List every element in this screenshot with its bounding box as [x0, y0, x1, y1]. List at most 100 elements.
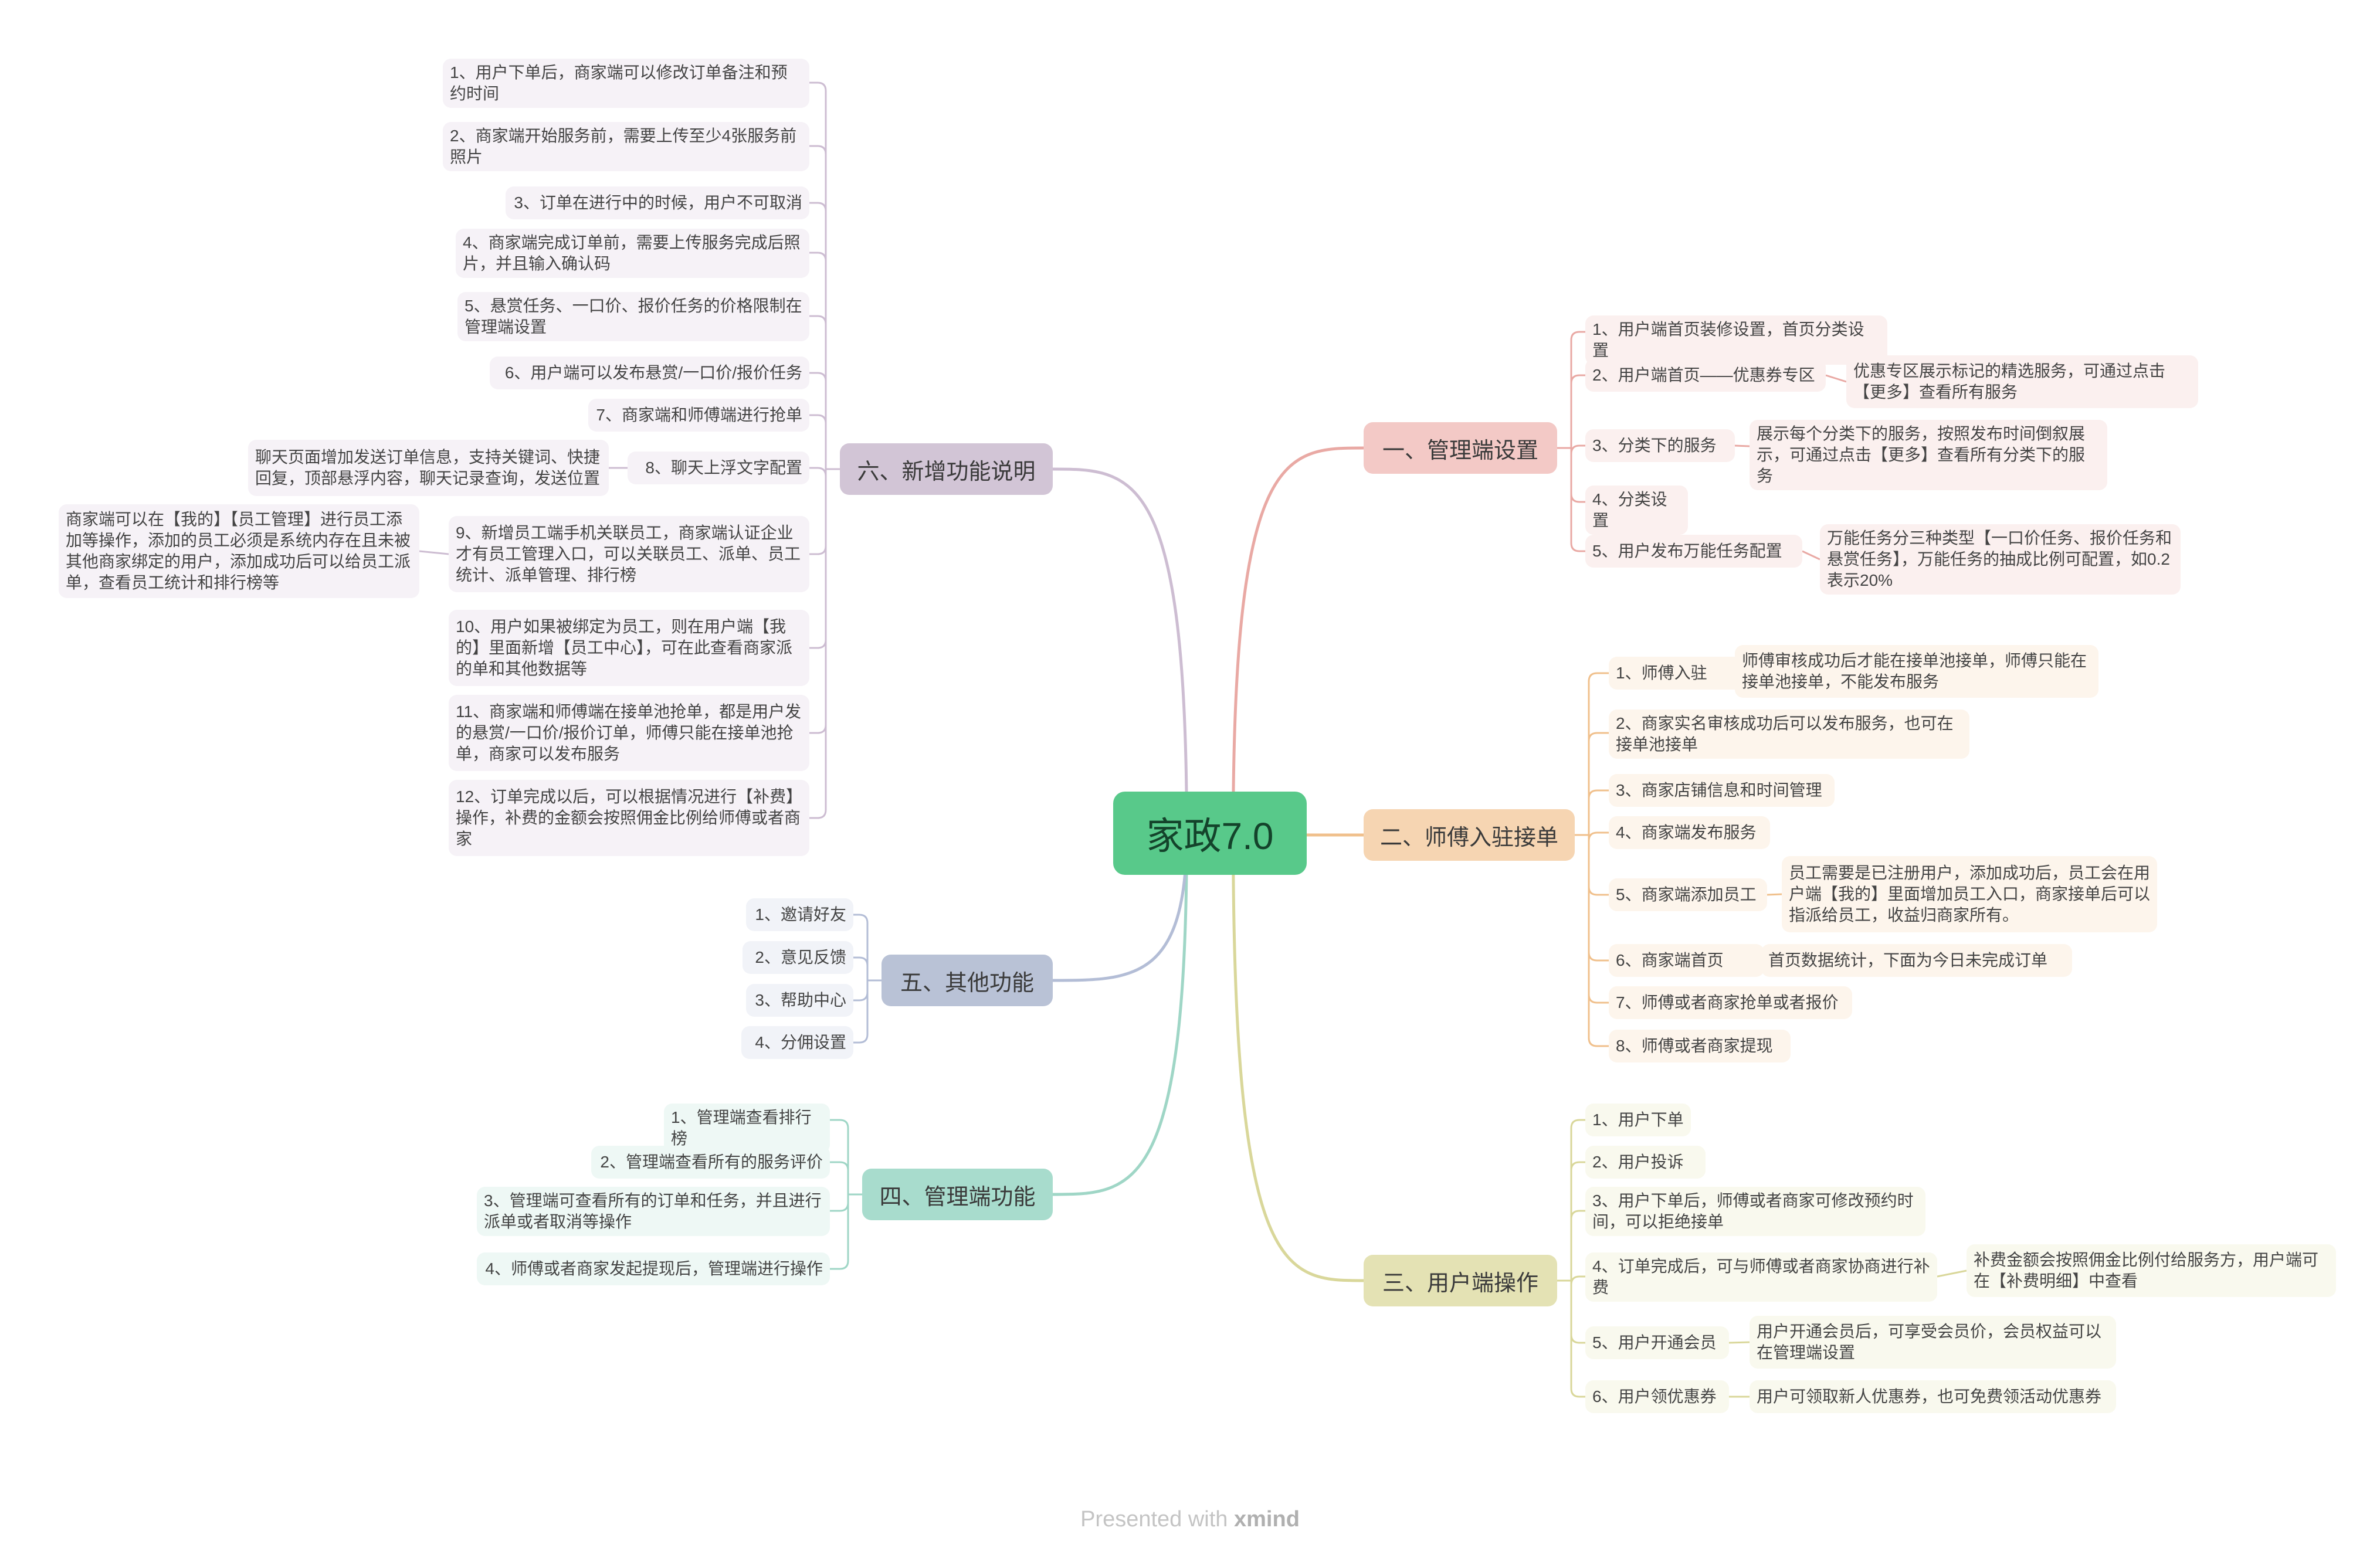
connector-line: [853, 956, 869, 966]
connector-line: [853, 1034, 869, 1044]
connector-line: [1570, 331, 1585, 341]
branch-b2-item[interactable]: 1、师傅入驻: [1609, 657, 1750, 690]
connector-line: [809, 639, 827, 649]
connector-line: [809, 809, 827, 819]
connector-line: [1570, 1334, 1585, 1344]
branch-b6-item-detail[interactable]: 商家端可以在【我的】【员工管理】进行员工添加等操作，添加的员工必须是系统内存在且…: [59, 504, 419, 598]
connector-line: [809, 414, 827, 424]
branch-b1-item-detail[interactable]: 展示每个分类下的服务，按照发布时间倒叙展示，可通过点击【更多】查看所有分类下的服…: [1750, 420, 2107, 490]
branch-b1-item[interactable]: 5、用户发布万能任务配置: [1585, 535, 1802, 568]
branch-b6-item[interactable]: 4、商家端完成订单前，需要上传服务完成后照片，并且输入确认码: [456, 229, 809, 278]
branch-b3-item-detail[interactable]: 用户开通会员后，可享受会员价，会员权益可以在管理端设置: [1750, 1316, 2116, 1369]
connector-line: [1588, 672, 1609, 682]
branch-b1-item-detail[interactable]: 优惠专区展示标记的精选服务，可通过点击【更多】查看所有服务: [1846, 355, 2198, 408]
branch-b5-item[interactable]: 3、帮助中心: [746, 984, 853, 1017]
connector-line: [853, 914, 869, 924]
branch-b6-item[interactable]: 2、商家端开始服务前，需要上传至少4张服务前照片: [443, 122, 809, 171]
connector-line: [1588, 831, 1609, 841]
root-topic[interactable]: 家政7.0: [1113, 792, 1307, 875]
connector-line: [1052, 467, 1188, 834]
connector-line: [853, 992, 869, 1002]
connector-line: [809, 467, 827, 477]
branch-b2-item[interactable]: 7、师傅或者商家抢单或者报价: [1609, 986, 1852, 1019]
branch-b6-item[interactable]: 9、新增员工端手机关联员工，商家端认证企业才有员工管理入口，可以关联员工、派单、…: [449, 516, 809, 592]
branch-b2-item[interactable]: 3、商家店铺信息和时间管理: [1609, 774, 1835, 807]
branch-topic-b6[interactable]: 六、新增功能说明: [840, 443, 1053, 495]
connector-line: [809, 82, 827, 91]
branch-b6-item[interactable]: 10、用户如果被绑定为员工，则在用户端【我的】里面新增【员工中心】，可在此查看商…: [449, 610, 809, 686]
branch-b4-item[interactable]: 4、师傅或者商家发起提现后，管理端进行操作: [477, 1252, 830, 1285]
connector-line: [1588, 952, 1609, 962]
connector-line: [809, 545, 827, 555]
connector-line: [419, 550, 449, 555]
branch-b6-item[interactable]: 3、订单在进行中的时候，用户不可取消: [506, 186, 809, 219]
branch-b3-item[interactable]: 2、用户投诉: [1585, 1146, 1706, 1179]
branch-b6-item[interactable]: 7、商家端和师傅端进行抢单: [588, 399, 809, 432]
footer-prefix: Presented with: [1080, 1507, 1234, 1532]
branch-b1-item[interactable]: 1、用户端首页装修设置，首页分类设置: [1585, 315, 1887, 365]
branch-b3-item[interactable]: 3、用户下单后，师傅或者商家可修改预约时间，可以拒绝接单: [1585, 1187, 1925, 1236]
branch-b4-item[interactable]: 1、管理端查看排行榜: [664, 1104, 830, 1153]
connector-line: [830, 1119, 849, 1129]
branch-b6-item[interactable]: 5、悬赏任务、一口价、报价任务的价格限制在管理端设置: [457, 292, 809, 341]
branch-b4-item[interactable]: 2、管理端查看所有的服务评价: [591, 1146, 830, 1179]
branch-b1-item-detail[interactable]: 万能任务分三种类型【一口价任务、报价任务和悬赏任务】，万能任务的抽成比例可配置，…: [1820, 524, 2181, 595]
connector-line: [1728, 1341, 1750, 1344]
connector-line: [830, 1161, 849, 1171]
connector-line: [830, 1202, 849, 1212]
connector-line: [1588, 994, 1609, 1004]
branch-b6-item[interactable]: 8、聊天上浮文字配置: [628, 451, 809, 484]
branch-b1-item[interactable]: 3、分类下的服务: [1585, 429, 1735, 462]
branch-b3-item[interactable]: 6、用户领优惠券: [1585, 1380, 1729, 1413]
connector-line: [1588, 1037, 1609, 1047]
connector-line: [1570, 542, 1585, 552]
branch-b2-item-detail[interactable]: 员工需要是已注册用户，添加成功后，员工会在用户端【我的】里面增加员工入口，商家接…: [1782, 856, 2157, 932]
branch-b2-item[interactable]: 4、商家端发布服务: [1609, 816, 1770, 849]
connector-line: [1588, 789, 1609, 799]
branch-b2-item-detail[interactable]: 首页数据统计，下面为今日未完成订单: [1761, 944, 2072, 977]
branch-b6-item-detail[interactable]: 聊天页面增加发送订单信息，支持关键词、快捷回复，顶部悬浮内容，聊天记录查询，发送…: [248, 440, 609, 496]
branch-topic-b3[interactable]: 三、用户端操作: [1364, 1255, 1557, 1306]
branch-topic-b2[interactable]: 二、师傅入驻接单: [1364, 809, 1575, 861]
connector-line: [830, 1260, 849, 1270]
connector-line: [809, 202, 827, 212]
branch-b6-item[interactable]: 6、用户端可以发布悬赏/一口价/报价任务: [490, 357, 809, 389]
connector-line: [1825, 374, 1847, 383]
branch-b5-item[interactable]: 4、分佣设置: [741, 1026, 853, 1059]
branch-b3-item-detail[interactable]: 补费金额会按照佣金比例付给服务方，用户端可在【补费明细】中查看: [1967, 1244, 2336, 1297]
connector-line: [1232, 446, 1364, 834]
connector-line: [809, 372, 827, 382]
branch-b6-item[interactable]: 12、订单完成以后，可以根据情况进行【补费】操作，补费的金额会按照佣金比例给师傅…: [449, 780, 809, 856]
branch-b2-item[interactable]: 8、师傅或者商家提现: [1609, 1030, 1791, 1062]
branch-b2-item[interactable]: 5、商家端添加员工: [1609, 878, 1767, 911]
connector-line: [809, 724, 827, 734]
branch-b6-item[interactable]: 11、商家端和师傅端在接单池抢单，都是用户发的悬赏/一口价/报价订单，师傅只能在…: [449, 695, 809, 771]
connector-line: [1588, 886, 1609, 896]
connector-line: [1052, 833, 1188, 982]
branch-b3-item[interactable]: 1、用户下单: [1585, 1104, 1691, 1136]
footer-watermark: Presented with xmind: [0, 1507, 2380, 1532]
branch-topic-b5[interactable]: 五、其他功能: [882, 955, 1053, 1006]
branch-topic-b4[interactable]: 四、管理端功能: [862, 1169, 1053, 1220]
branch-b2-item-detail[interactable]: 师傅审核成功后才能在接单池接单，师傅只能在接单池接单，不能发布服务: [1735, 645, 2098, 698]
branch-b3-item[interactable]: 4、订单完成后，可与师傅或者商家协商进行补费: [1585, 1252, 1937, 1302]
connector-line: [1570, 1161, 1585, 1171]
branch-b2-item[interactable]: 6、商家端首页: [1609, 944, 1764, 977]
branch-b3-item-detail[interactable]: 用户可领取新人优惠券，也可免费领活动优惠券: [1750, 1380, 2116, 1413]
connector-line: [1570, 444, 1585, 454]
connector-line: [1570, 1210, 1585, 1220]
connector-line: [1570, 1388, 1585, 1398]
branch-b5-item[interactable]: 1、邀请好友: [746, 898, 853, 931]
branch-b5-item[interactable]: 2、意见反馈: [743, 941, 853, 974]
branch-b1-item[interactable]: 2、用户端首页——优惠券专区: [1585, 359, 1826, 392]
connector-line: [1588, 732, 1609, 742]
branch-b4-item[interactable]: 3、管理端可查看所有的订单和任务，并且进行派单或者取消等操作: [477, 1187, 830, 1236]
branch-b3-item[interactable]: 5、用户开通会员: [1585, 1326, 1729, 1359]
branch-b6-item[interactable]: 1、用户下单后，商家端可以修改订单备注和预约时间: [443, 59, 809, 108]
connector-line: [809, 315, 827, 325]
connector-line: [1937, 1269, 1967, 1278]
branch-b1-item[interactable]: 4、分类设置: [1585, 486, 1688, 535]
branch-topic-b1[interactable]: 一、管理端设置: [1364, 422, 1557, 474]
branch-b2-item[interactable]: 2、商家实名审核成功后可以发布服务，也可在接单池接单: [1609, 709, 1969, 759]
